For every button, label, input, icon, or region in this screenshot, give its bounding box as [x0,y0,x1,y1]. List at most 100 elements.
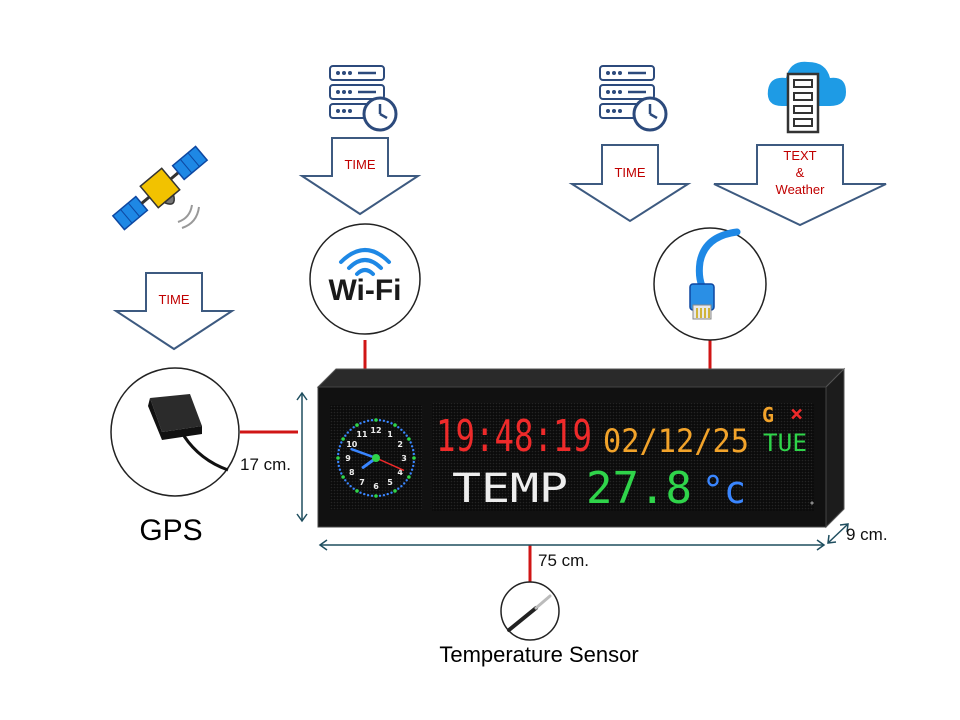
led-temp-label: TEMP [452,466,568,512]
clock-number: 5 [387,478,393,487]
clock-number: 11 [356,430,368,439]
clock-dot [393,423,397,427]
temperature-sensor-label: Temperature Sensor [439,642,638,667]
led-temp-value: 27.8 [586,463,692,514]
clock-dot [346,482,349,485]
arrow-lan-amp-label: & [796,165,805,180]
clock-dot [341,475,345,479]
dimension-depth [827,523,849,544]
clock-dot [382,419,386,422]
clock-dot [344,434,347,437]
satellite-icon [111,145,209,231]
clock-dot [370,494,374,497]
dimension-height [296,391,308,523]
clock-dot [338,468,342,471]
clock-dot [412,452,415,456]
led-time: 19:48:19 [436,411,592,462]
clock-dot [412,448,415,452]
dimension-width [318,539,826,551]
clock-number: 6 [373,482,379,491]
clock-dot [363,420,366,424]
led-temp-unit: °c [702,468,746,512]
arrow-lan-time-label: TIME [614,165,645,180]
clock-dot [407,437,411,441]
clock-dot [409,472,412,475]
gps-antenna-icon [148,394,229,472]
clock-dot [346,431,349,434]
clock-dot [412,456,416,460]
clock-dot [405,434,408,437]
clock-dot [344,479,347,482]
clock-dot [393,489,397,493]
clock-dot [409,441,412,444]
clock-dot [390,422,393,425]
clock-dot [363,492,366,496]
clock-dot [400,485,403,488]
clock-dot [337,452,340,456]
clock-dot [400,428,403,431]
clock-number: 4 [397,468,403,477]
clock-number: 2 [397,440,403,449]
clock-dot [349,485,352,488]
clock-dot [352,426,355,429]
clock-dot [366,419,370,422]
clock-dot [397,426,400,429]
dimension-depth-label: 9 cm. [846,525,888,544]
clock-dot [407,475,411,479]
led-status-x: × [790,402,803,427]
clock-number: 8 [349,468,355,477]
clock-dot [352,487,355,490]
arrow-gps-time-label: TIME [158,292,189,307]
arrow-lan-time [568,144,692,223]
clock-number: 9 [345,454,351,463]
clock-dot [366,494,370,497]
clock-dot [386,420,389,424]
clock-dot [412,460,415,464]
clock-dot [336,456,340,460]
clock-dot [359,422,362,425]
clock-minute-hand [350,447,378,460]
clock-dot [355,423,359,427]
cloud-server-icon [767,61,846,134]
clock-number: 12 [370,426,381,435]
clock-dot [374,494,378,498]
ethernet-cable-icon [689,228,741,320]
server-clock-icon-wifi [329,65,398,132]
clock-dot [410,468,414,471]
temperature-sensor-module [500,581,560,641]
wifi-text: Wi-Fi [328,274,401,307]
wifi-icon [339,248,391,276]
temperature-probe-icon [507,594,552,632]
arrow-wifi-time [298,137,422,216]
clock-dot [349,428,352,431]
gps-module [110,367,240,497]
dimension-height-label: 17 cm. [240,455,291,474]
lan-module [653,227,767,341]
led-date: 02/12/25 [603,422,749,460]
clock-number: 1 [387,430,393,439]
clock-dot [337,460,340,464]
clock-second-hand [375,457,405,471]
clock-dot [340,441,343,444]
clock-dot [378,419,382,422]
clock-dot [374,418,378,422]
arrow-lan-weather-label: Weather [776,182,826,197]
wifi-module: Wi-Fi [309,223,421,335]
clock-dot [410,445,414,448]
arrow-wifi-time-label: TIME [344,157,375,172]
led-display-cabinet [316,367,846,529]
clock-dot [390,491,393,494]
led-text-panel [432,403,814,511]
clock-dot [337,448,340,452]
dimension-width-label: 75 cm. [538,551,589,570]
clock-dot [412,464,415,468]
clock-number: 10 [346,440,358,449]
clock-dot [386,492,389,496]
arrow-gps-time [112,272,236,351]
clock-dot [405,479,408,482]
clock-dot [337,464,340,468]
clock-number: 7 [359,478,365,487]
clock-dot [370,419,374,422]
